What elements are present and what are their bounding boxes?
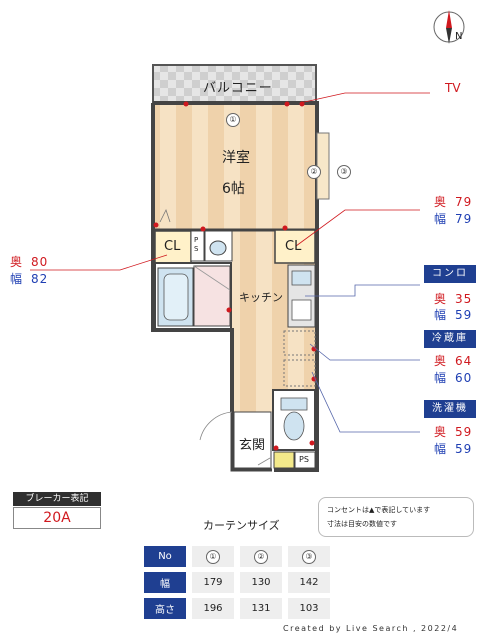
curtain-cell: 179 [192, 572, 234, 593]
curtain-row-width: 幅 179 130 142 [144, 572, 330, 593]
window-marker-3: ③ [337, 159, 351, 179]
balcony-label: バルコニー [203, 81, 273, 96]
bath-washroom [193, 265, 231, 327]
curtain-header-row: No ① ② ③ [144, 546, 330, 567]
washer-space [283, 359, 316, 387]
compass-north-label: N [455, 31, 463, 42]
curtain-row-height: 高さ 196 131 103 [144, 598, 330, 619]
closet-right-label: CL [285, 239, 302, 254]
fridge-space [283, 330, 316, 356]
ps-box [294, 451, 316, 469]
tv-label: TV [445, 81, 461, 95]
note-line-1: コンセントは▲で表記しています [327, 506, 431, 514]
closet-right [274, 229, 316, 264]
socket-markers [153, 101, 317, 451]
note-line-2: 寸法は目安の数値です [327, 520, 397, 528]
ps-label: PS [299, 455, 309, 464]
washer-callout-line [311, 371, 420, 433]
curtain-cell: 131 [240, 598, 282, 619]
curtain-row-label: 高さ [144, 598, 186, 619]
compass-icon [433, 10, 465, 44]
curtain-cell: 196 [192, 598, 234, 619]
ps-small [190, 230, 205, 262]
curtain-header-1: ① [192, 546, 234, 567]
credit-line: Created by Live Search , 2022/4 [283, 624, 459, 633]
western-room-label: 洋室 [222, 150, 250, 166]
curtain-table: No ① ② ③ 幅 179 130 142 高さ 196 131 103 [138, 541, 336, 624]
kitchen-label: キッチン [239, 291, 283, 304]
curtain-header-no: No [144, 546, 186, 567]
curtain-header-2: ② [240, 546, 282, 567]
curtain-header-3: ③ [288, 546, 330, 567]
fridge-tag: 冷蔵庫 [424, 330, 476, 348]
konro-tag: コンロ [424, 265, 476, 283]
curtain-cell: 142 [288, 572, 330, 593]
washer-tag: 洗濯機 [424, 400, 476, 418]
fridge-callout-line [309, 343, 420, 361]
curtain-row-label: 幅 [144, 572, 186, 593]
curtain-cell: 103 [288, 598, 330, 619]
entrance-label: 玄関 [239, 438, 266, 453]
window-marker-2: ② [307, 159, 321, 179]
closet-left-label: CL [164, 239, 181, 254]
left-callout-line [30, 254, 168, 271]
balcony-area [152, 64, 317, 104]
tv-callout-line [299, 92, 430, 104]
curtain-cell: 130 [240, 572, 282, 593]
breaker-title: ブレーカー表記 [13, 492, 101, 506]
note-box: コンセントは▲で表記しています 寸法は目安の数値です [318, 497, 474, 537]
breaker-value: 20A [13, 507, 101, 529]
entrance-floor [233, 411, 272, 469]
curtain-title: カーテンサイズ [203, 519, 280, 532]
western-room-size: 6帖 [222, 181, 245, 197]
konro-callout-line [305, 284, 420, 297]
window-marker-1: ① [226, 107, 240, 127]
cl-callout-line [295, 209, 420, 247]
hall-floor [232, 230, 274, 260]
